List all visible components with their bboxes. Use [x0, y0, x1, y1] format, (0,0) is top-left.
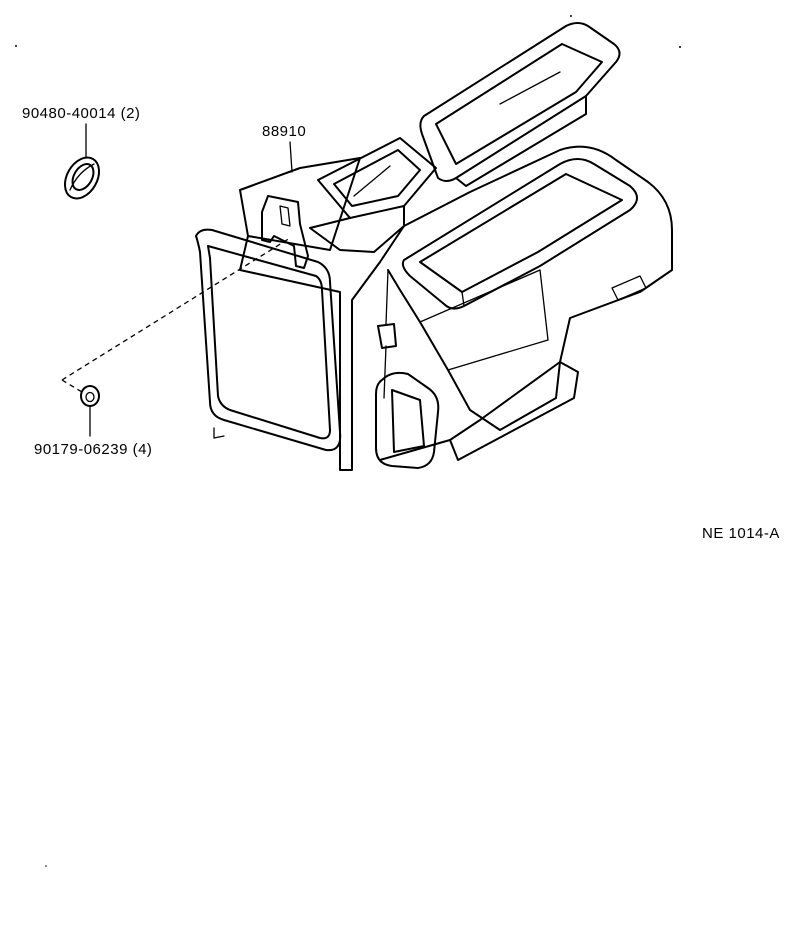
- nut-part: [80, 385, 100, 437]
- nut-part-number: 90179-06239: [34, 441, 128, 458]
- scan-specks: [15, 15, 681, 867]
- nut-part-qty: (4): [132, 441, 153, 458]
- heater-unit-label: 88910: [262, 124, 306, 139]
- nut-part-label: 90179-06239 (4): [34, 442, 152, 457]
- grommet-part-qty: (2): [120, 105, 141, 122]
- heater-unit-number: 88910: [262, 123, 307, 140]
- grommet-part-label: 90480-40014 (2): [22, 106, 140, 121]
- leader-88910: [289, 141, 293, 173]
- heater-unit: [195, 22, 673, 471]
- grommet-part-number: 90480-40014: [22, 105, 116, 122]
- figure-code: NE 1014-A: [702, 525, 780, 542]
- grommet-part: [63, 123, 101, 200]
- dashed-leader: [61, 237, 291, 393]
